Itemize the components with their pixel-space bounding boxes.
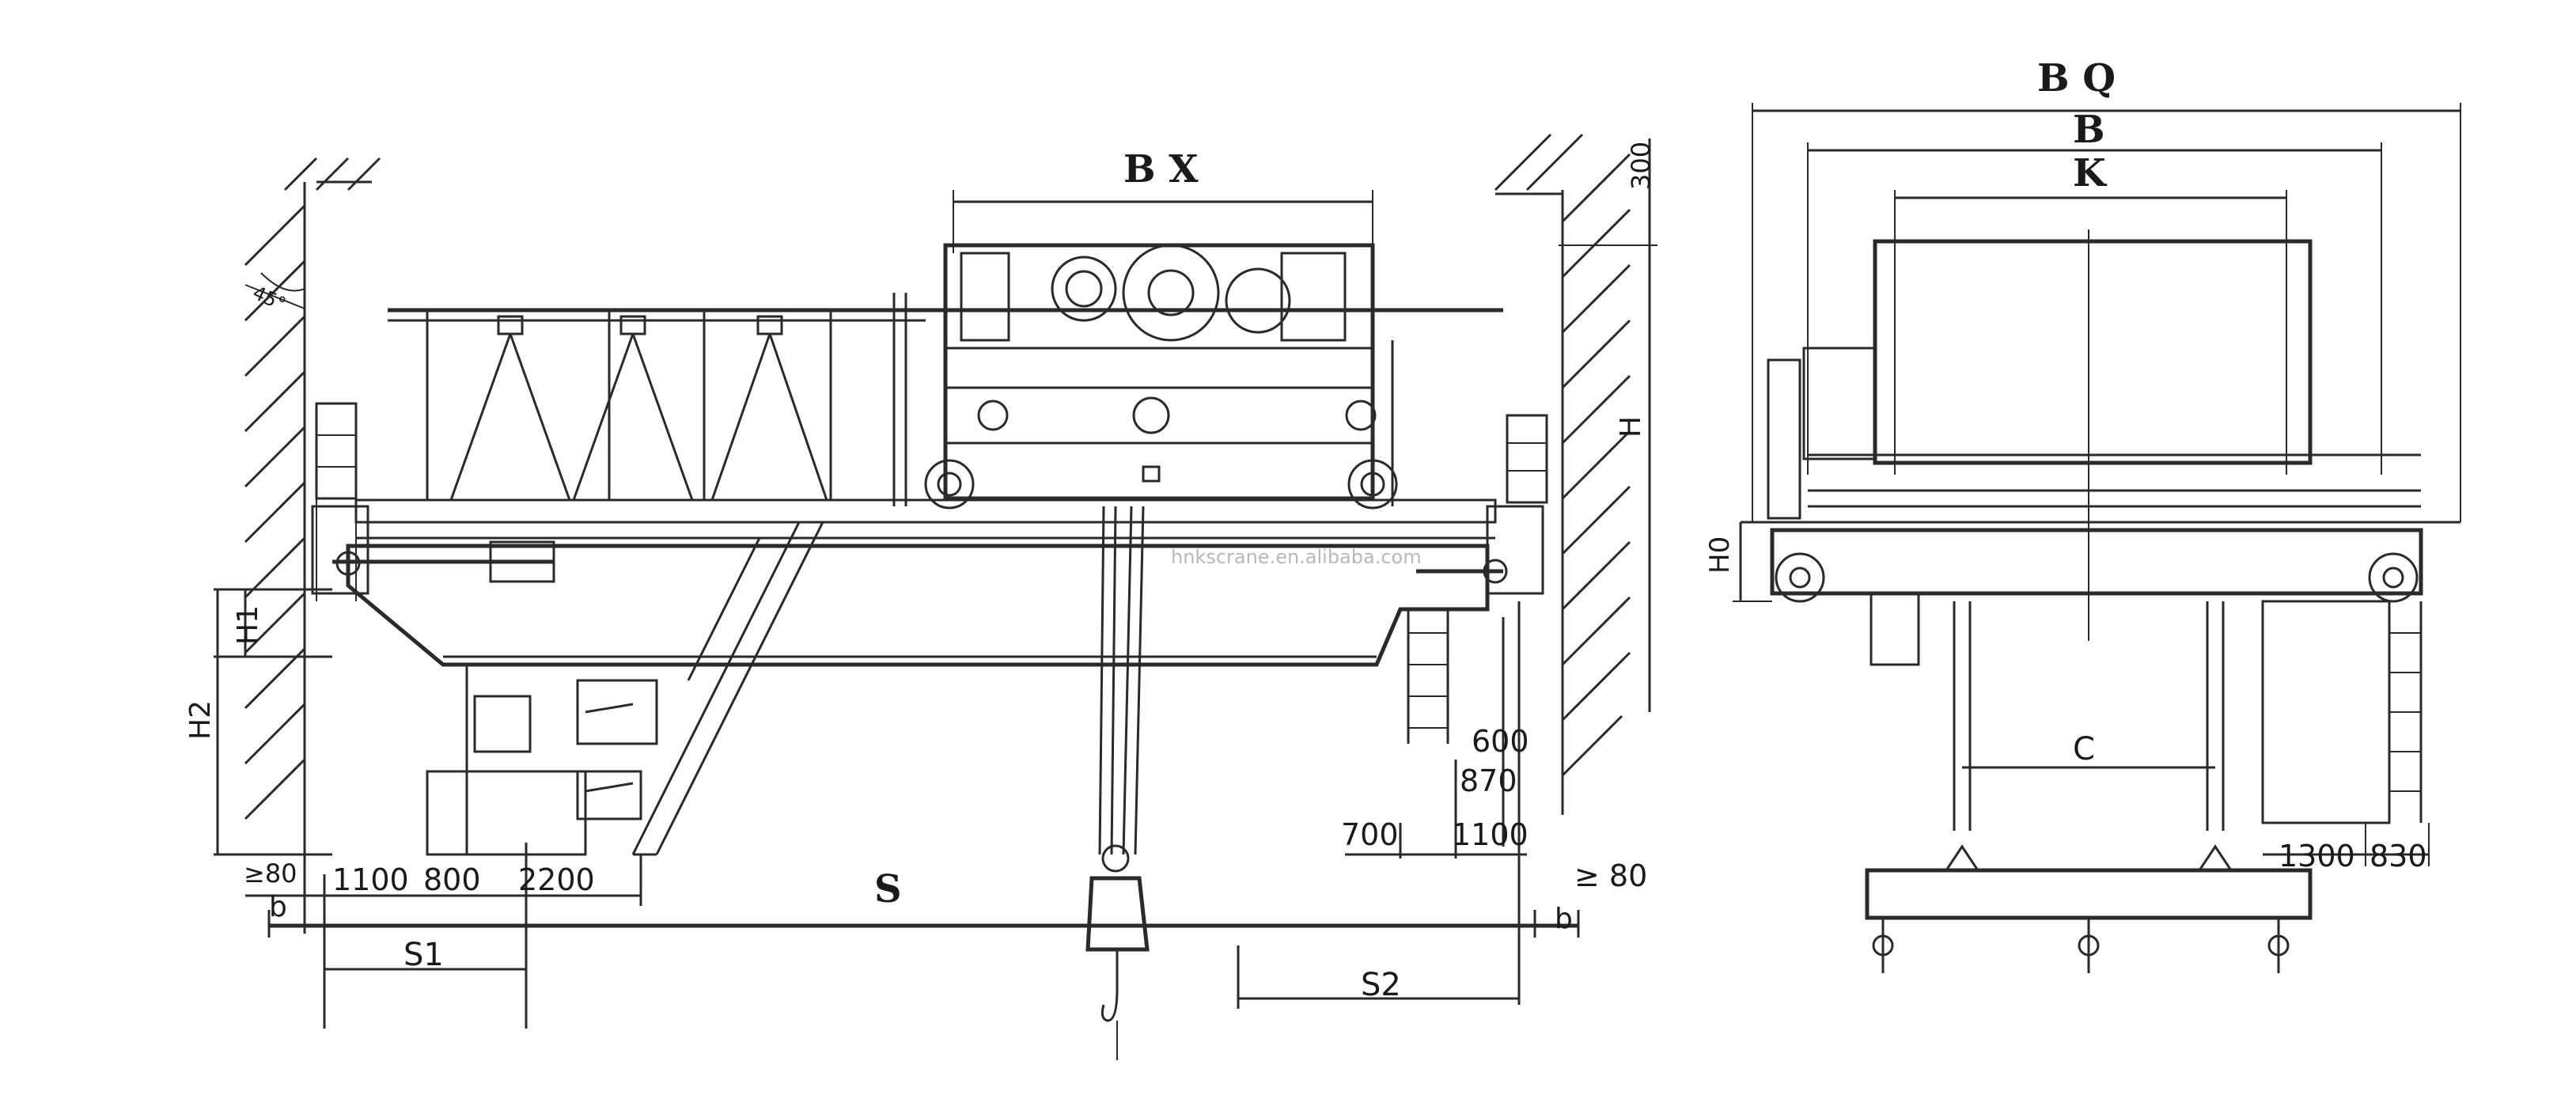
label-h: H <box>1615 416 1647 438</box>
label-bq: B Q <box>2037 56 2116 100</box>
label-bx: B X <box>1123 147 1199 191</box>
right-ladder <box>1407 609 1505 847</box>
label-s: S <box>874 867 902 911</box>
right-wall <box>1494 133 1631 815</box>
side-view <box>1733 103 2461 973</box>
label-s1: S1 <box>403 937 444 973</box>
label-h2: H2 <box>184 700 217 740</box>
dim-300: 300 <box>1626 142 1656 190</box>
dim-700: 700 <box>1341 817 1399 852</box>
bridge-girder <box>311 308 1548 667</box>
dim-1100-right: 1100 <box>1452 817 1529 852</box>
front-dimensions <box>214 138 1657 1029</box>
dim-2200: 2200 <box>518 862 595 897</box>
dim-600: 600 <box>1472 724 1529 759</box>
operator-cab <box>426 521 824 856</box>
walkway-frames <box>426 310 832 501</box>
dim-1100-left: 1100 <box>332 862 409 897</box>
watermark: hnkscrane.en.alibaba.com <box>1171 546 1422 568</box>
dim-800: 800 <box>423 862 481 897</box>
dim-830: 830 <box>2370 839 2427 873</box>
left-wall <box>244 157 381 934</box>
dim-80-right: ≥ 80 <box>1574 858 1647 893</box>
label-b-left: b <box>269 891 287 923</box>
dim-870: 870 <box>1460 764 1517 798</box>
dim-80-left: ≥80 <box>244 858 297 889</box>
hook-block <box>1085 506 1150 1060</box>
label-b-right: b <box>1555 903 1573 935</box>
label-s2: S2 <box>1361 967 1401 1003</box>
trolley <box>892 243 1398 510</box>
dim-1300: 1300 <box>2279 839 2355 873</box>
label-h0: H0 <box>1704 536 1736 574</box>
label-c: C <box>2073 731 2095 767</box>
label-k: K <box>2073 151 2108 195</box>
label-h1: H1 <box>232 605 264 645</box>
label-b: B <box>2073 108 2105 152</box>
